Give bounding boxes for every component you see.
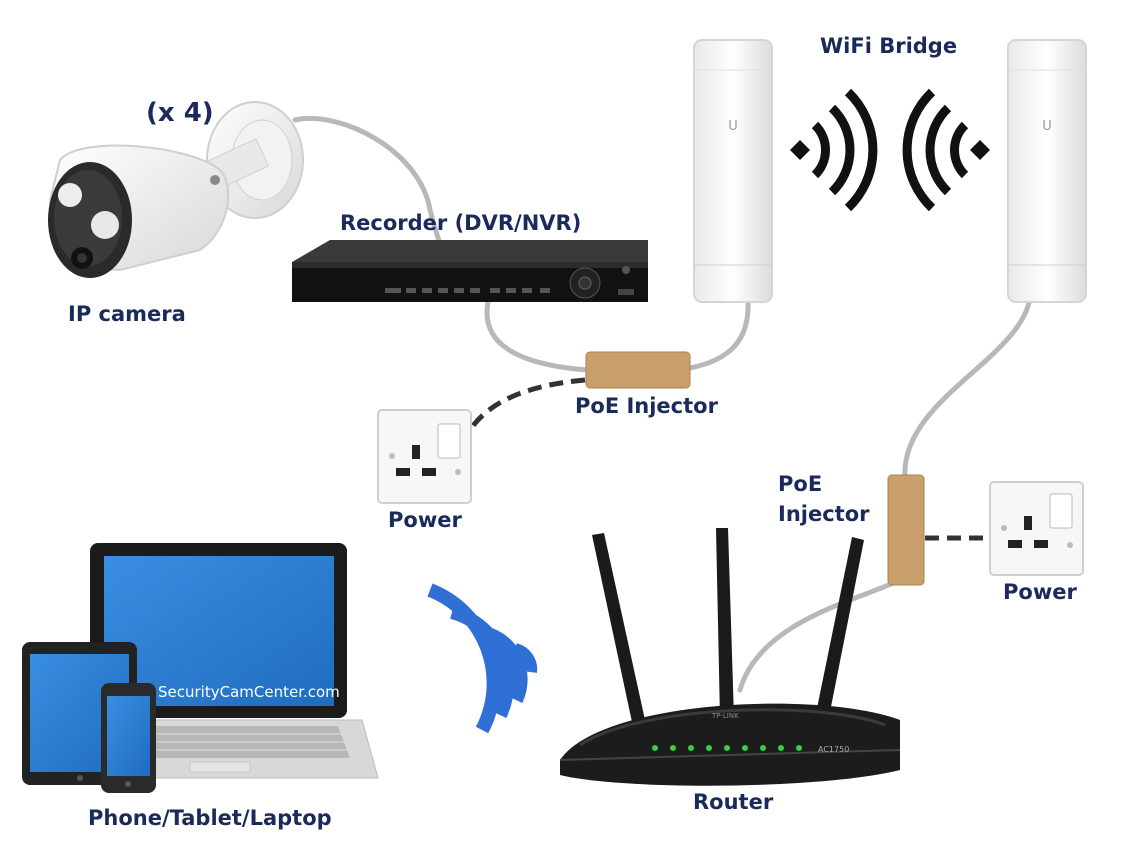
power-right-label: Power	[1003, 580, 1077, 604]
camera-count-label: (x 4)	[146, 98, 214, 128]
bullet-camera-icon	[48, 101, 304, 278]
wifi-bridge-right: U	[1007, 39, 1087, 303]
poe-injector-right-icon	[887, 474, 925, 586]
svg-text:U: U	[728, 119, 738, 134]
poe-injector-top-icon	[585, 351, 691, 389]
router-brand: TP-LINK	[711, 712, 739, 720]
cable-recorder-to-injector	[484, 299, 591, 373]
svg-text:U: U	[1042, 119, 1052, 134]
watermark: SecurityCamCenter.com	[158, 683, 340, 701]
power-cable-left	[467, 377, 586, 432]
poe-injector-right-label-line2: Injector	[778, 502, 870, 526]
cable-injector-to-bridge-left	[687, 297, 751, 371]
recorder-label: Recorder (DVR/NVR)	[340, 211, 582, 235]
cable-injector-to-router	[737, 577, 903, 693]
devices-label: Phone/Tablet/Laptop	[88, 806, 332, 830]
power-cables	[467, 377, 990, 541]
cable-bridge-right-to-injector	[902, 295, 1033, 481]
uk-power-socket-right-icon	[989, 481, 1084, 576]
router-icon: TP-LINK AC1750	[559, 528, 901, 786]
wifi-bridge-label: WiFi Bridge	[820, 34, 958, 58]
router-model: AC1750	[818, 745, 849, 754]
ip-camera-label: IP camera	[68, 302, 186, 326]
poe-injector-right-label-line1: PoE	[778, 472, 823, 496]
nvr-box-icon	[292, 240, 648, 302]
wifi-signal-icon	[427, 583, 538, 734]
uk-power-socket-left-icon	[377, 409, 472, 504]
bridge-signal-icon	[790, 88, 990, 212]
poe-injector-top-label: PoE Injector	[575, 394, 718, 418]
router-label: Router	[693, 790, 774, 814]
power-left-label: Power	[388, 508, 462, 532]
wifi-bridge-left: U	[693, 39, 773, 303]
phone-icon	[101, 683, 156, 793]
